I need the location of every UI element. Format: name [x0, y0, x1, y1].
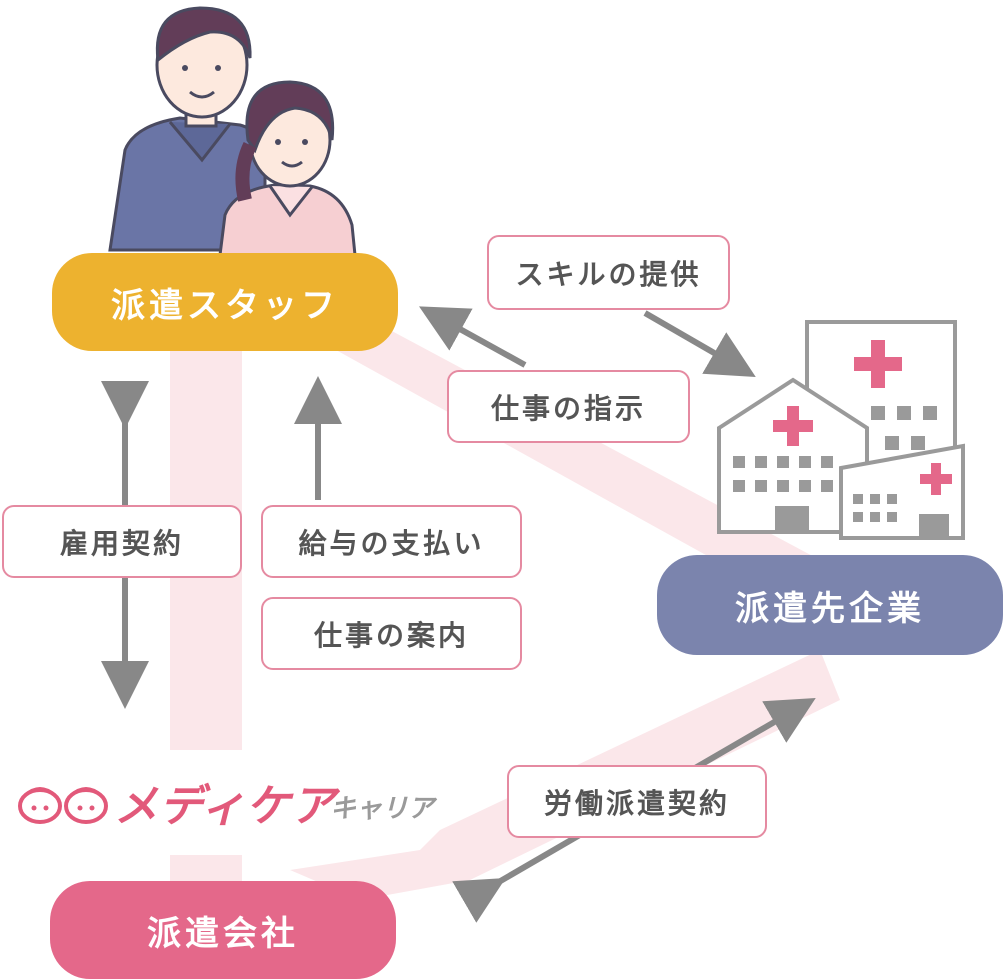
label-employment-contract: 雇用契約 [2, 505, 242, 578]
arrow-skill [643, 310, 756, 378]
arrow-instruction [418, 306, 527, 368]
hospital-buildings-icon [717, 320, 965, 540]
label-skill-provision: スキルの提供 [487, 235, 730, 310]
node-staff: 派遣スタッフ [52, 253, 398, 351]
node-agency: 派遣会社 [50, 881, 396, 979]
logo-sub-text: キャリア [330, 794, 435, 824]
label-salary-payment: 給与の支払い [261, 505, 522, 578]
node-client: 派遣先企業 [657, 555, 1003, 655]
label-job-introduction: 仕事の案内 [261, 597, 522, 670]
logo-main-text: メディケア [114, 781, 336, 832]
label-dispatch-contract: 労働派遣契約 [507, 765, 767, 838]
label-work-instruction: 仕事の指示 [447, 370, 690, 443]
logo-mascot-icon [18, 787, 108, 824]
people-illustration-icon [108, 6, 357, 257]
